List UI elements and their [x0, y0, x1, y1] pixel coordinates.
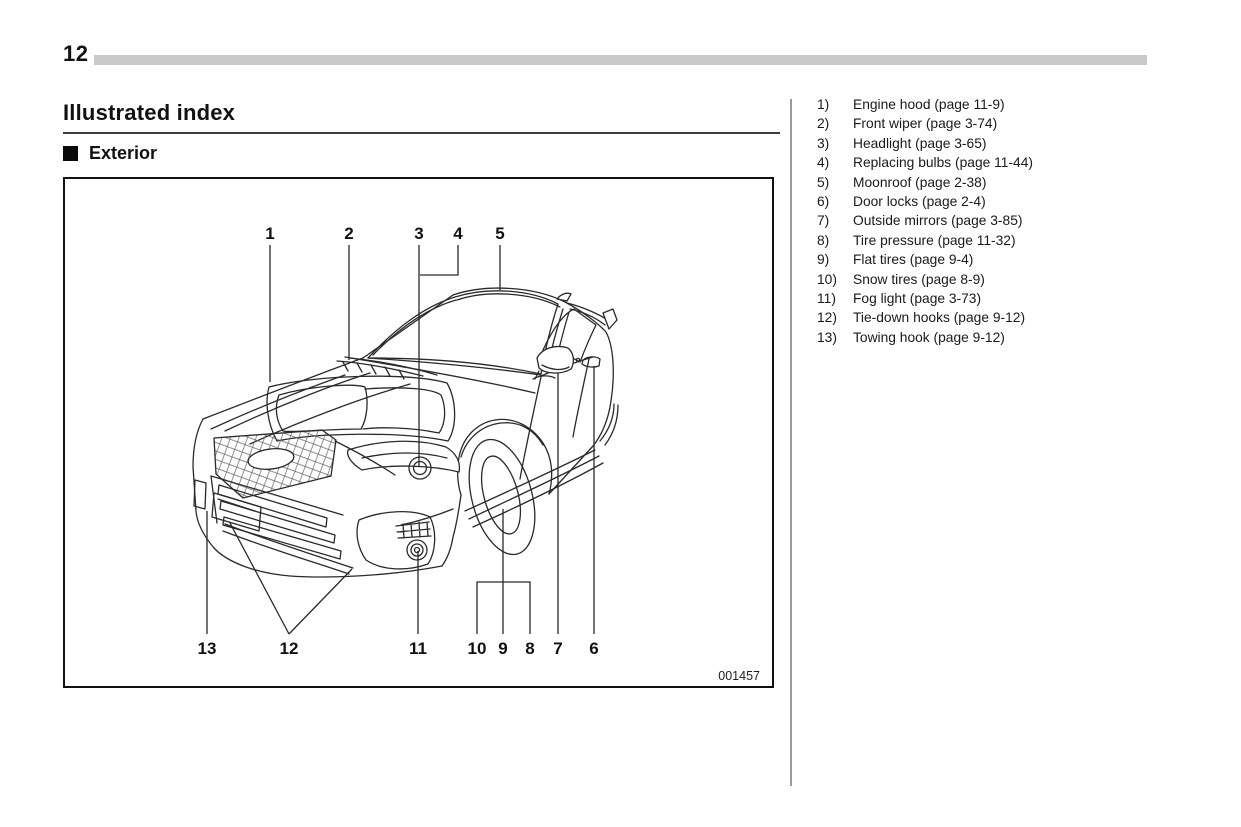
callout-number-12: 12 — [280, 639, 299, 658]
legend-item: 7) Outside mirrors (page 3-85) — [817, 211, 1167, 230]
legend-item-number: 1) — [817, 97, 830, 112]
callout-number-7: 7 — [553, 639, 562, 658]
page-title: Illustrated index — [63, 100, 780, 134]
callout-number-5: 5 — [495, 224, 504, 243]
figure-code: 001457 — [718, 669, 760, 683]
legend-item: 4) Replacing bulbs (page 11-44) — [817, 153, 1167, 172]
section-title: Exterior — [89, 143, 158, 163]
legend-item: 13) Towing hook (page 9-12) — [817, 328, 1167, 347]
legend-item-label: Replacing bulbs (page 11-44) — [853, 155, 1033, 171]
legend-item-label: Moonroof (page 2-38) — [853, 174, 987, 190]
car-body — [192, 287, 619, 578]
legend-item-number: 2) — [817, 116, 830, 132]
legend-item-number: 12) — [817, 310, 837, 326]
car-illustration: 1 2 3 4 5 13 12 11 10 9 8 7 6 001457 — [192, 224, 760, 683]
legend-item-number: 10) — [817, 271, 837, 287]
legend: 1) Engine hood (page 11-9) 2) Front wiper … — [817, 95, 1167, 347]
callout-number-2: 2 — [344, 224, 353, 243]
figure-panel: 1 2 3 4 5 13 12 11 10 9 8 7 6 001457 — [63, 177, 774, 688]
legend-item: 8) Tire pressure (page 11-32) — [817, 231, 1167, 250]
legend-item-label: Tire pressure (page 11-32) — [853, 232, 1016, 248]
section-heading: Exterior — [63, 143, 157, 164]
legend-item-number: 7) — [817, 213, 830, 229]
legend-item: 1) Engine hood (page 11-9) — [817, 95, 1167, 114]
callout-number-9: 9 — [498, 639, 507, 658]
legend-item: 11) Fog light (page 3-73) — [817, 289, 1167, 308]
legend-item-label: Fog light (page 3-73) — [853, 291, 982, 307]
section-square-icon — [63, 146, 78, 161]
header-bar — [94, 55, 1147, 65]
column-separator — [790, 99, 792, 786]
legend-item-label: Engine hood (page 11-9) — [853, 97, 1005, 112]
legend-item: 6) Door locks (page 2-4) — [817, 192, 1167, 211]
legend-item-number: 8) — [817, 232, 830, 248]
legend-item-label: Towing hook (page 9-12) — [853, 329, 1005, 345]
callout-numbers: 1 2 3 4 5 13 12 11 10 9 8 7 6 — [198, 224, 599, 658]
legend-item: 9) Flat tires (page 9-4) — [817, 250, 1167, 269]
legend-item: 10) Snow tires (page 8-9) — [817, 270, 1167, 289]
legend-item-label: Flat tires (page 9-4) — [853, 252, 974, 268]
legend-item: 2) Front wiper (page 3-74) — [817, 114, 1167, 133]
callout-number-6: 6 — [589, 639, 598, 658]
legend-item: 3) Headlight (page 3-65) — [817, 134, 1167, 153]
legend-item-label: Front wiper (page 3-74) — [853, 116, 998, 132]
callout-number-11: 11 — [409, 639, 427, 658]
callout-number-4: 4 — [453, 224, 463, 243]
legend-item-label: Headlight (page 3-65) — [853, 135, 987, 151]
legend-item-label: Door locks (page 2-4) — [853, 194, 986, 210]
legend-item: 12) Tie-down hooks (page 9-12) — [817, 308, 1167, 327]
legend-item-label: Snow tires (page 8-9) — [853, 271, 985, 287]
legend-item-number: 6) — [817, 194, 830, 210]
callout-number-1: 1 — [265, 224, 274, 243]
legend-item-label: Tie-down hooks (page 9-12) — [853, 310, 1026, 326]
callout-number-8: 8 — [525, 639, 534, 658]
legend-item-label: Outside mirrors (page 3-85) — [853, 213, 1023, 229]
legend-item: 5) Moonroof (page 2-38) — [817, 173, 1167, 192]
legend-item-number: 13) — [817, 329, 837, 345]
page-number: 12 — [63, 41, 89, 66]
legend-item-number: 4) — [817, 155, 830, 171]
callout-number-3: 3 — [414, 224, 423, 243]
callout-number-13: 13 — [198, 639, 217, 658]
legend-item-number: 5) — [817, 174, 830, 190]
callout-number-10: 10 — [468, 639, 487, 658]
legend-item-number: 3) — [817, 135, 830, 151]
leader-lines — [206, 245, 595, 635]
legend-item-number: 11) — [817, 291, 836, 307]
legend-item-number: 9) — [817, 252, 830, 268]
